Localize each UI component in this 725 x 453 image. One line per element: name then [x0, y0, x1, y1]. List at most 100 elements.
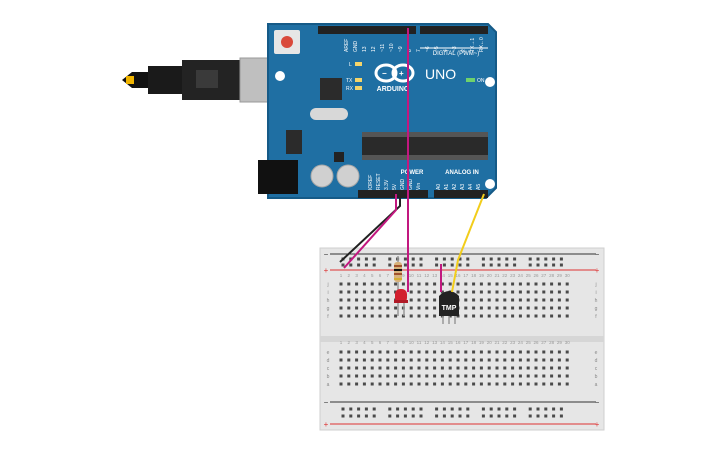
breadboard-hole[interactable] [528, 407, 532, 411]
breadboard-hole[interactable] [518, 282, 522, 286]
breadboard-hole[interactable] [472, 358, 476, 362]
breadboard-hole[interactable] [386, 350, 390, 354]
breadboard-hole[interactable] [425, 350, 429, 354]
breadboard-hole[interactable] [464, 350, 468, 354]
breadboard-hole[interactable] [557, 382, 561, 386]
breadboard-hole[interactable] [401, 282, 405, 286]
breadboard-hole[interactable] [450, 257, 454, 261]
breadboard-hole[interactable] [511, 306, 515, 310]
breadboard-hole[interactable] [362, 382, 366, 386]
breadboard-hole[interactable] [458, 414, 462, 418]
breadboard-hole[interactable] [466, 414, 470, 418]
breadboard-hole[interactable] [388, 407, 392, 411]
breadboard-hole[interactable] [495, 290, 499, 294]
breadboard-hole[interactable] [409, 350, 413, 354]
breadboard-hole[interactable] [565, 306, 569, 310]
breadboard-hole[interactable] [472, 382, 476, 386]
breadboard-hole[interactable] [487, 366, 491, 370]
breadboard-hole[interactable] [370, 366, 374, 370]
breadboard-hole[interactable] [550, 358, 554, 362]
breadboard-hole[interactable] [347, 382, 351, 386]
breadboard-hole[interactable] [448, 374, 452, 378]
breadboard-hole[interactable] [388, 257, 392, 261]
breadboard-hole[interactable] [448, 358, 452, 362]
breadboard-hole[interactable] [464, 366, 468, 370]
breadboard-hole[interactable] [479, 350, 483, 354]
breadboard-hole[interactable] [394, 350, 398, 354]
breadboard-hole[interactable] [534, 306, 538, 310]
breadboard-hole[interactable] [505, 414, 509, 418]
breadboard-hole[interactable] [503, 350, 507, 354]
breadboard-hole[interactable] [394, 366, 398, 370]
breadboard-hole[interactable] [495, 382, 499, 386]
breadboard-hole[interactable] [433, 282, 437, 286]
breadboard-hole[interactable] [487, 298, 491, 302]
breadboard-hole[interactable] [339, 282, 343, 286]
breadboard-hole[interactable] [357, 414, 361, 418]
breadboard-hole[interactable] [339, 290, 343, 294]
breadboard-hole[interactable] [497, 257, 501, 261]
breadboard-hole[interactable] [417, 350, 421, 354]
breadboard-hole[interactable] [526, 282, 530, 286]
breadboard-hole[interactable] [386, 298, 390, 302]
wire-analog-a5[interactable] [451, 193, 485, 293]
breadboard-hole[interactable] [565, 290, 569, 294]
breadboard-hole[interactable] [464, 290, 468, 294]
breadboard-hole[interactable] [456, 366, 460, 370]
breadboard-hole[interactable] [479, 358, 483, 362]
breadboard-hole[interactable] [440, 358, 444, 362]
breadboard-hole[interactable] [411, 263, 415, 267]
breadboard-hole[interactable] [425, 306, 429, 310]
breadboard-hole[interactable] [526, 366, 530, 370]
breadboard-hole[interactable] [433, 374, 437, 378]
breadboard-hole[interactable] [386, 366, 390, 370]
breadboard-hole[interactable] [370, 282, 374, 286]
digital-header-left[interactable] [318, 26, 416, 34]
breadboard-hole[interactable] [518, 382, 522, 386]
breadboard-hole[interactable] [355, 290, 359, 294]
breadboard-hole[interactable] [401, 358, 405, 362]
breadboard-hole[interactable] [495, 298, 499, 302]
breadboard-hole[interactable] [495, 306, 499, 310]
breadboard-hole[interactable] [378, 374, 382, 378]
breadboard-hole[interactable] [425, 374, 429, 378]
resistor[interactable] [394, 256, 402, 292]
breadboard-hole[interactable] [417, 306, 421, 310]
breadboard-hole[interactable] [565, 298, 569, 302]
breadboard-hole[interactable] [534, 298, 538, 302]
breadboard-hole[interactable] [339, 306, 343, 310]
breadboard-hole[interactable] [505, 263, 509, 267]
breadboard-hole[interactable] [495, 314, 499, 318]
breadboard-hole[interactable] [479, 374, 483, 378]
breadboard-hole[interactable] [349, 414, 353, 418]
breadboard-hole[interactable] [419, 257, 423, 261]
breadboard-hole[interactable] [341, 263, 345, 267]
breadboard-hole[interactable] [386, 382, 390, 386]
breadboard-hole[interactable] [341, 414, 345, 418]
breadboard-hole[interactable] [394, 282, 398, 286]
breadboard-hole[interactable] [440, 374, 444, 378]
breadboard-hole[interactable] [378, 290, 382, 294]
breadboard-hole[interactable] [542, 298, 546, 302]
breadboard-hole[interactable] [364, 263, 368, 267]
breadboard-hole[interactable] [511, 374, 515, 378]
breadboard-hole[interactable] [458, 407, 462, 411]
breadboard-hole[interactable] [433, 358, 437, 362]
breadboard-hole[interactable] [417, 374, 421, 378]
breadboard-hole[interactable] [357, 407, 361, 411]
breadboard-hole[interactable] [503, 358, 507, 362]
breadboard-hole[interactable] [489, 263, 493, 267]
breadboard-hole[interactable] [362, 306, 366, 310]
breadboard-hole[interactable] [550, 282, 554, 286]
breadboard-hole[interactable] [433, 298, 437, 302]
breadboard-hole[interactable] [362, 298, 366, 302]
breadboard-hole[interactable] [370, 350, 374, 354]
analog-header[interactable] [434, 190, 488, 198]
breadboard-hole[interactable] [347, 282, 351, 286]
dc-jack[interactable] [258, 160, 298, 194]
breadboard-hole[interactable] [417, 298, 421, 302]
breadboard-hole[interactable] [370, 298, 374, 302]
breadboard-hole[interactable] [347, 366, 351, 370]
breadboard-hole[interactable] [355, 298, 359, 302]
